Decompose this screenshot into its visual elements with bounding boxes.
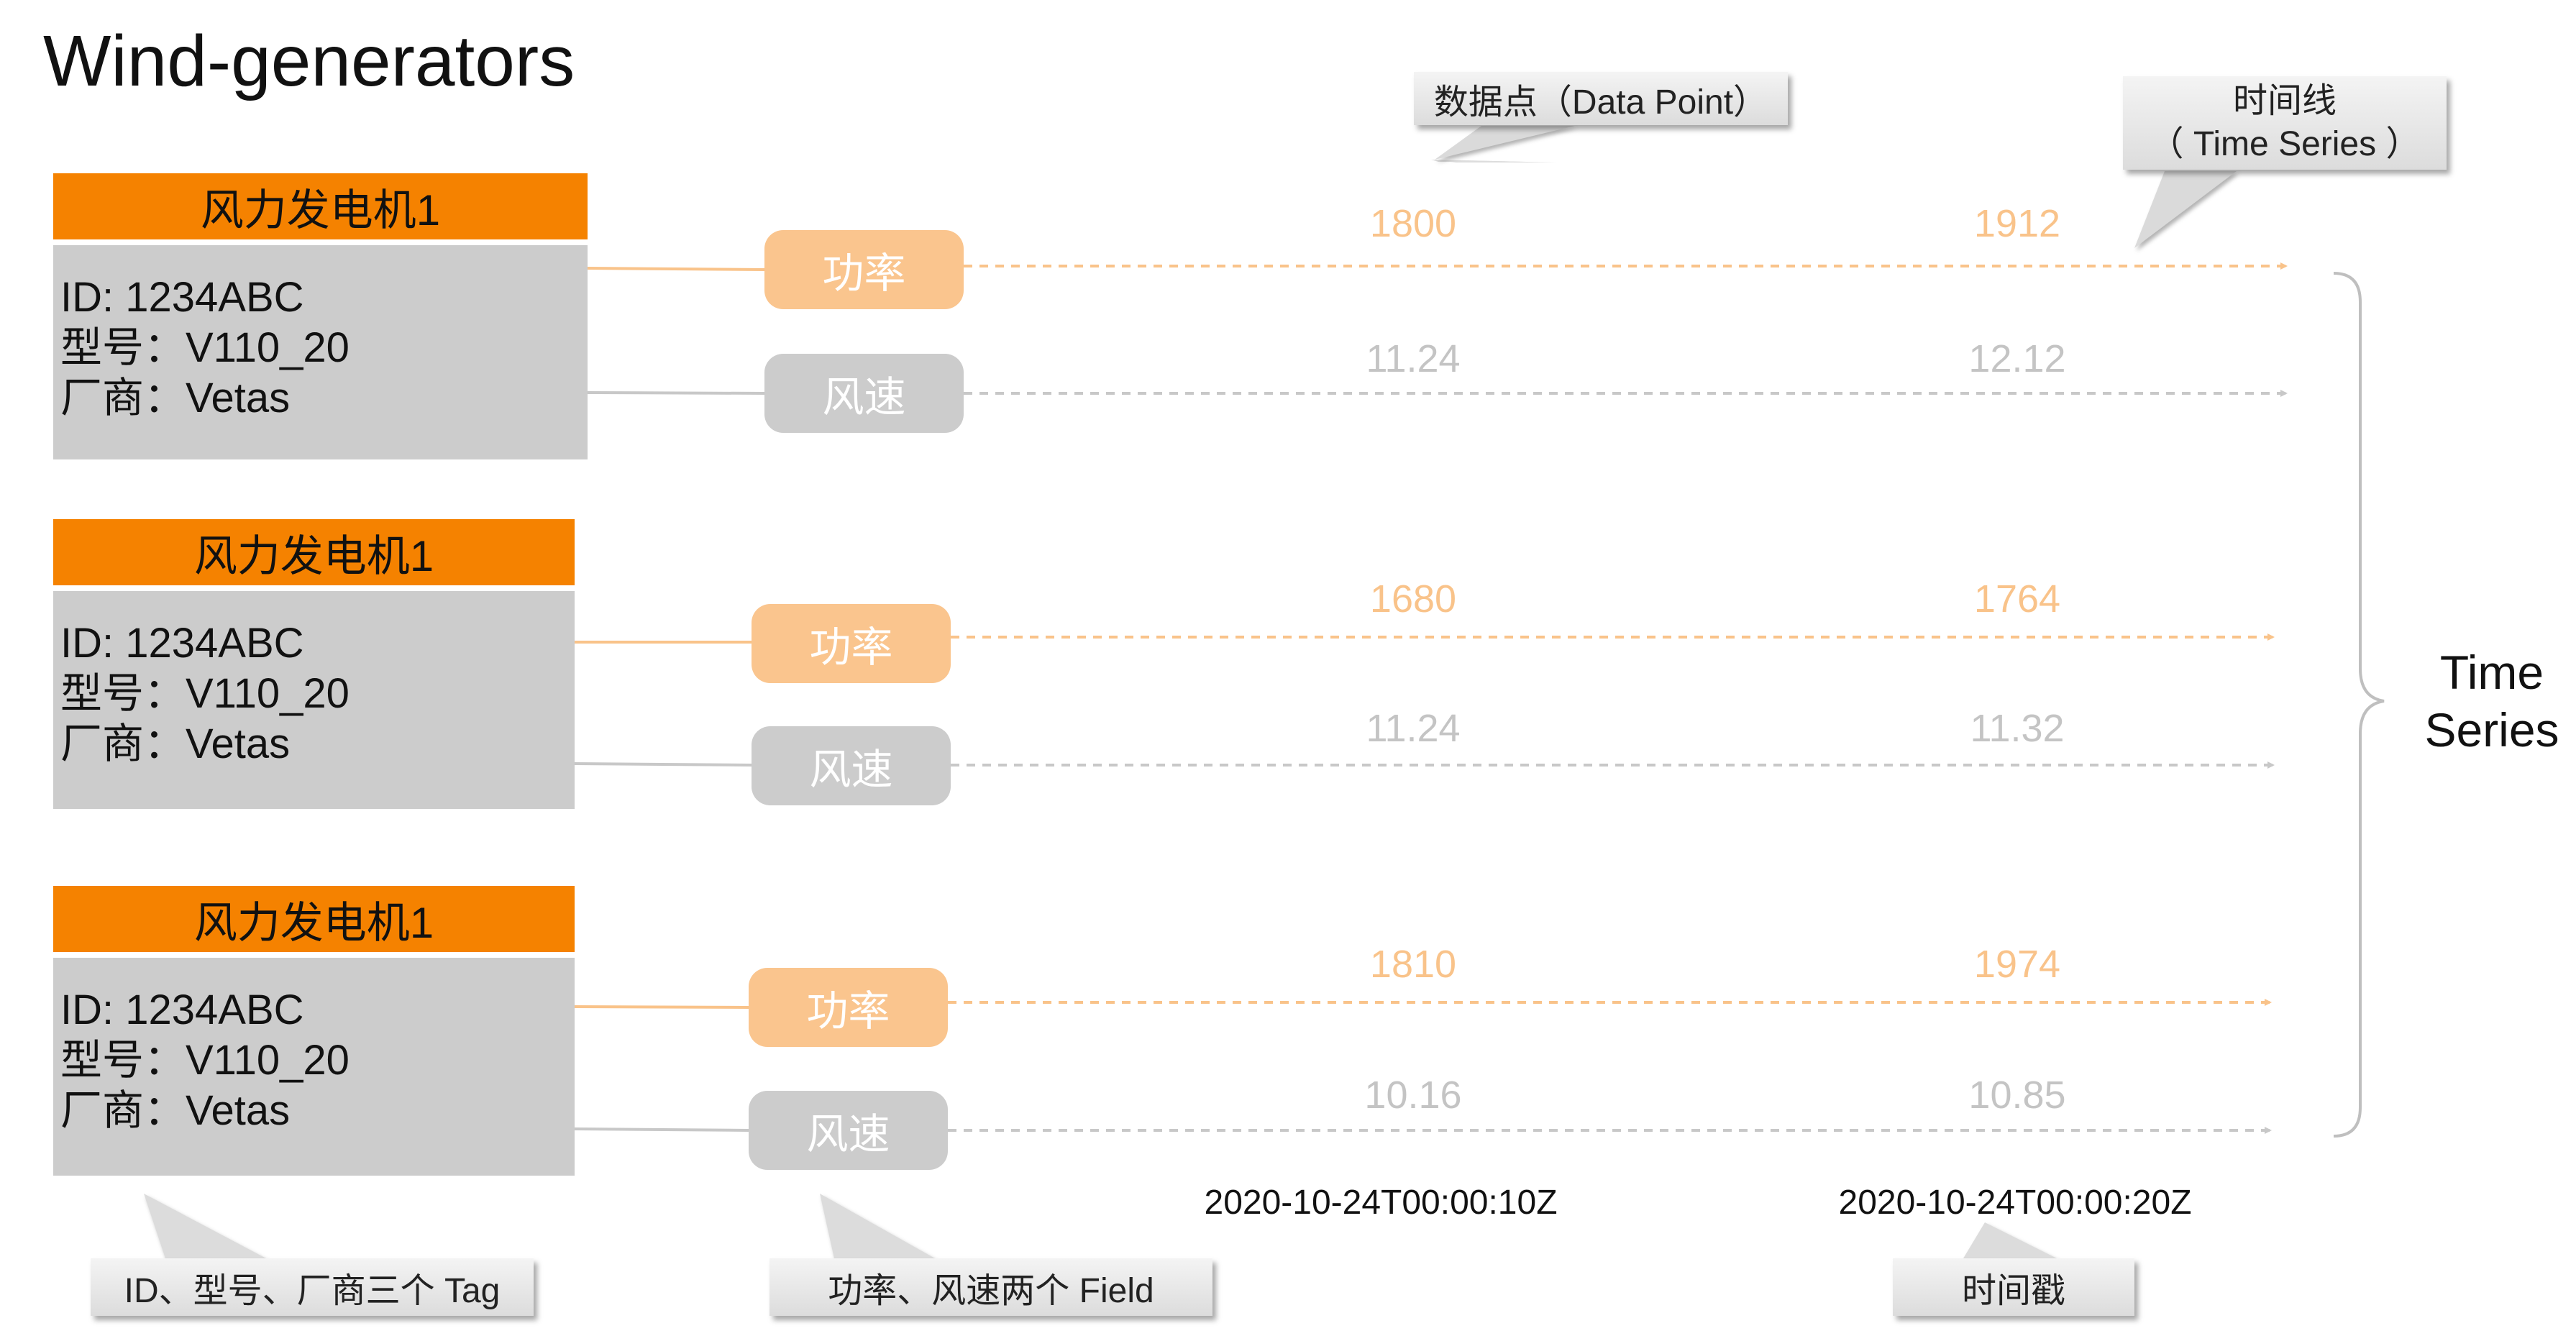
tag-model-3: 型号：V110_20 [60, 1037, 350, 1084]
field-wind-1: 风速 [764, 354, 964, 433]
field-power-1: 功率 [764, 230, 964, 309]
tags-tail-fill [144, 1194, 266, 1258]
timestamp-tail-fill [1963, 1222, 2057, 1258]
data-point-tail-fill [1435, 126, 1575, 160]
power-value-3b: 1974 [1973, 943, 2061, 986]
data-point-pointer [1435, 160, 1557, 163]
generator-header-2: 风力发电机1 [53, 519, 575, 585]
wind-value-1b: 12.12 [1968, 337, 2066, 380]
timestamp-2: 2020-10-24T00:00:20Z [1838, 1184, 2192, 1222]
field-wind-3: 风速 [749, 1091, 948, 1170]
tag-vendor-2: 厂商：Vetas [60, 720, 291, 767]
tag-model-1: 型号：V110_20 [60, 324, 350, 371]
generator-header-1: 风力发电机1 [53, 173, 588, 239]
power-value-3a: 1810 [1369, 943, 1457, 986]
field-power-2: 功率 [752, 604, 951, 683]
brace-label-line2: Series [2424, 703, 2559, 756]
tag-id-3: ID: 1234ABC [60, 987, 304, 1033]
power-value-2b: 1764 [1973, 577, 2061, 621]
time-series-callout-line1: 时间线 [2232, 82, 2337, 120]
time-series-callout: 时间线 （ Time Series ） [2123, 76, 2447, 170]
brace-label-line1: Time [2439, 646, 2544, 699]
tags-callout: ID、型号、厂商三个 Tag [91, 1258, 534, 1316]
wind-connector-2 [574, 762, 752, 767]
tag-model-2: 型号：V110_20 [60, 670, 350, 717]
generator-tags-3: ID: 1234ABC 型号：V110_20 厂商：Vetas [53, 958, 575, 1176]
power-connector-1 [587, 267, 765, 271]
field-power-3: 功率 [749, 968, 948, 1047]
power-value-1b: 1912 [1973, 202, 2061, 245]
generator-tags-2: ID: 1234ABC 型号：V110_20 厂商：Vetas [53, 591, 575, 809]
generator-header-3: 风力发电机1 [53, 886, 575, 952]
tag-id-1: ID: 1234ABC [60, 274, 304, 321]
time-series-brace-label: Time Series [2409, 644, 2575, 759]
wind-value-3a: 10.16 [1364, 1074, 1462, 1117]
tag-vendor-3: 厂商：Vetas [60, 1087, 291, 1134]
wind-value-3b: 10.85 [1968, 1074, 2066, 1117]
field-wind-2: 风速 [752, 726, 951, 805]
wind-value-2b: 11.32 [1970, 707, 2065, 750]
fields-callout: 功率、风速两个 Field [769, 1258, 1212, 1316]
power-value-2a: 1680 [1369, 577, 1457, 621]
timestamp-callout: 时间戳 [1893, 1258, 2134, 1316]
time-series-tail-fill [2134, 171, 2237, 248]
timestamp-1: 2020-10-24T00:00:10Z [1204, 1184, 1558, 1222]
time-series-callout-line2: （ Time Series ） [2149, 125, 2421, 163]
tag-vendor-1: 厂商：Vetas [60, 375, 291, 421]
time-series-brace [2333, 272, 2385, 1138]
tag-id-2: ID: 1234ABC [60, 620, 304, 667]
wind-value-1a: 11.24 [1366, 337, 1461, 380]
page-title: Wind-generators [43, 21, 575, 101]
fields-tail-fill [820, 1194, 935, 1258]
wind-connector-3 [574, 1127, 749, 1132]
wind-value-2a: 11.24 [1366, 707, 1461, 750]
data-point-callout: 数据点（Data Point） [1414, 72, 1788, 125]
generator-tags-1: ID: 1234ABC 型号：V110_20 厂商：Vetas [53, 245, 588, 459]
power-value-1a: 1800 [1369, 202, 1457, 245]
